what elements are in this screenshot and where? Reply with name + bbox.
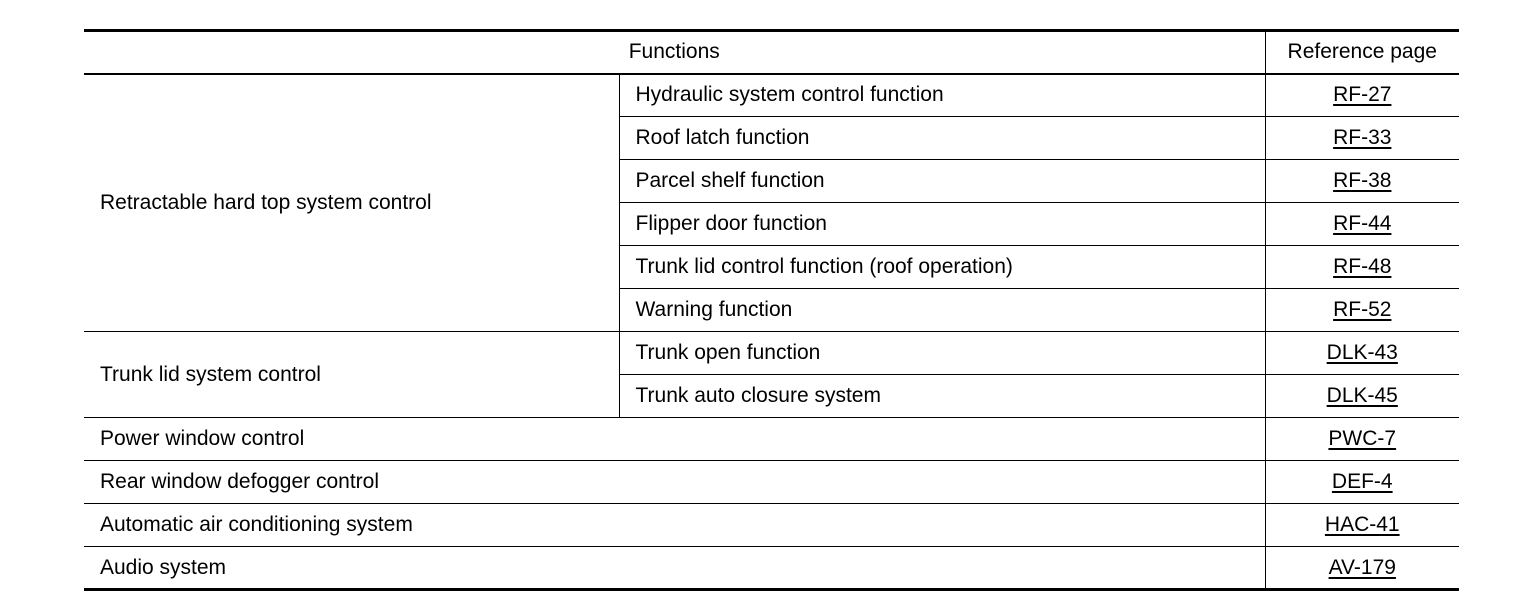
table-header-row: Functions Reference page — [84, 29, 1460, 75]
table-row: Flipper door function RF-44 — [84, 202, 1460, 246]
group-name-retractable-hard-top: Retractable hard top system control — [84, 73, 619, 332]
table-row: Automatic air conditioning system HAC-41 — [84, 503, 1460, 547]
reference-cell: HAC-41 — [1264, 503, 1460, 547]
table-row: Retractable hard top system control Hydr… — [84, 73, 1460, 332]
reference-link[interactable]: PWC-7 — [1328, 427, 1397, 450]
function-cell: Power window control — [84, 417, 1266, 461]
reference-link[interactable]: DLK-43 — [1326, 341, 1398, 364]
reference-link[interactable]: RF-27 — [1333, 83, 1392, 107]
reference-link[interactable]: AV-179 — [1328, 555, 1396, 579]
reference-cell: DEF-4 — [1264, 460, 1460, 504]
table-row: Rear window defogger control DEF-4 — [84, 460, 1460, 504]
reference-cell: RF-38 — [1264, 159, 1460, 203]
function-cell: Trunk open function — [618, 331, 1266, 375]
function-cell: Flipper door function — [618, 202, 1266, 246]
function-cell: Warning function — [618, 288, 1266, 332]
reference-cell: AV-179 — [1264, 546, 1460, 591]
functions-header: Functions — [84, 29, 1266, 75]
reference-cell: RF-44 — [1264, 202, 1460, 246]
reference-cell: PWC-7 — [1264, 417, 1460, 461]
reference-link[interactable]: RF-48 — [1333, 255, 1392, 278]
reference-link[interactable]: RF-44 — [1333, 212, 1392, 235]
reference-cell: RF-52 — [1264, 288, 1460, 332]
reference-cell: RF-48 — [1264, 245, 1460, 289]
function-cell: Trunk auto closure system — [618, 374, 1266, 418]
reference-link[interactable]: RF-38 — [1333, 169, 1392, 192]
reference-page-header: Reference page — [1264, 29, 1460, 75]
reference-link[interactable]: RF-52 — [1333, 298, 1392, 321]
function-cell: Automatic air conditioning system — [84, 503, 1266, 547]
function-cell: Parcel shelf function — [618, 159, 1266, 203]
table-row: Roof latch function RF-33 — [84, 116, 1460, 160]
reference-cell: RF-27 — [1264, 73, 1460, 117]
reference-link[interactable]: RF-33 — [1333, 126, 1392, 149]
function-cell: Audio system — [84, 546, 1266, 591]
table-row: Parcel shelf function RF-38 — [84, 159, 1460, 203]
table-row: Power window control PWC-7 — [84, 417, 1460, 461]
reference-cell: DLK-45 — [1264, 374, 1460, 418]
reference-cell: DLK-43 — [1264, 331, 1460, 375]
reference-link[interactable]: DEF-4 — [1331, 470, 1393, 493]
reference-cell: RF-33 — [1264, 116, 1460, 160]
table-row: Warning function RF-52 — [84, 288, 1460, 332]
reference-link[interactable]: DLK-45 — [1326, 384, 1398, 407]
table-row: Trunk lid control function (roof operati… — [84, 245, 1460, 289]
function-cell: Trunk lid control function (roof operati… — [618, 245, 1266, 289]
functions-reference-table: Functions Reference page Retractable har… — [84, 29, 1460, 591]
table-row: Trunk auto closure system DLK-45 — [84, 374, 1460, 418]
reference-link[interactable]: HAC-41 — [1324, 513, 1400, 536]
function-cell: Rear window defogger control — [84, 460, 1266, 504]
group-name-trunk-lid: Trunk lid system control — [84, 331, 619, 418]
table-row: Trunk lid system control Trunk open func… — [84, 331, 1460, 418]
table-row: Audio system AV-179 — [84, 546, 1460, 591]
function-cell: Hydraulic system control function — [618, 73, 1266, 117]
function-cell: Roof latch function — [618, 116, 1266, 160]
